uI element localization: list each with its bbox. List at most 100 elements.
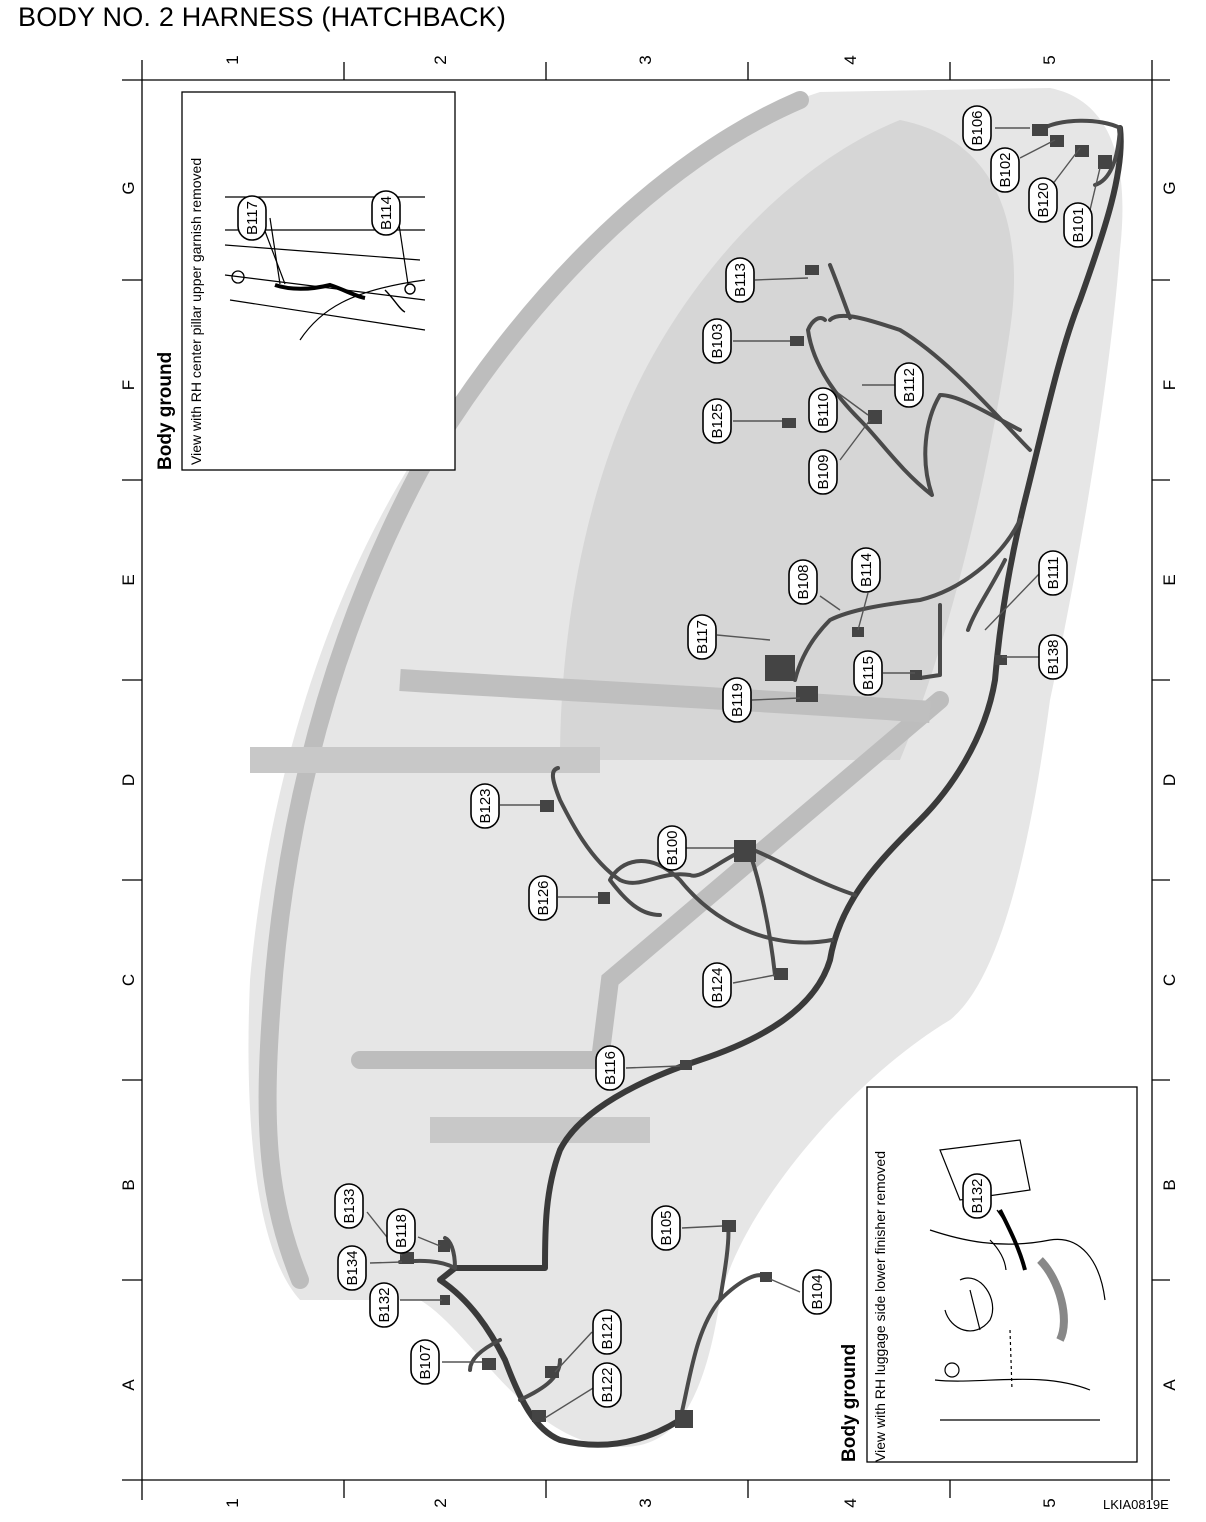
svg-text:B104: B104	[809, 1274, 826, 1309]
svg-text:B124: B124	[709, 967, 726, 1002]
inset-label-B117: B117	[237, 195, 267, 241]
grid-letter-right-B: B	[1160, 1179, 1179, 1190]
inset-luggage-side-drawing	[929, 1139, 1106, 1421]
inset-label-B114: B114	[371, 190, 401, 236]
main-harness-trunk	[398, 118, 1124, 1448]
grid-letter-right-F: F	[1160, 380, 1179, 390]
connector-label-B134: B134	[337, 1245, 367, 1291]
grid-letter-left-B: B	[119, 1179, 138, 1190]
svg-text:B120: B120	[1035, 182, 1052, 217]
grid-letter-left-F: F	[119, 380, 138, 390]
row-ticks	[122, 279, 1170, 1281]
grid-number-bottom-3: 3	[636, 1498, 655, 1507]
inset-luggage-side-title: Body ground	[839, 1344, 860, 1462]
grid-letter-left-E: E	[119, 574, 138, 585]
connector-label-B138: B138	[1038, 634, 1068, 680]
grid-number-top-4: 4	[841, 55, 860, 64]
connector-label-B103: B103	[702, 318, 732, 364]
inset-luggage-side-frame	[866, 1086, 1138, 1463]
inset-center-pillar-title: Body ground	[155, 352, 176, 470]
vehicle-body-outline	[248, 88, 1123, 1447]
svg-text:B126: B126	[535, 880, 552, 915]
leader-lines	[269, 127, 1101, 1419]
connector-label-B123: B123	[470, 783, 500, 829]
grid-letter-left-C: C	[119, 974, 138, 986]
connector-label-B117: B117	[687, 614, 717, 660]
grid-number-bottom-1: 1	[223, 1498, 242, 1507]
connector-label-B118: B118	[386, 1208, 416, 1254]
connector-label-B110: B110	[808, 387, 838, 433]
svg-text:B109: B109	[815, 454, 832, 489]
grid-number-bottom-5: 5	[1040, 1498, 1059, 1507]
connector-label-B126: B126	[528, 875, 558, 921]
connector-label-B116: B116	[595, 1045, 625, 1091]
svg-text:B138: B138	[1045, 639, 1062, 674]
grid-number-top-1: 1	[223, 55, 242, 64]
svg-text:B102: B102	[997, 152, 1014, 187]
grid-letter-right-C: C	[1160, 974, 1179, 986]
svg-text:B117: B117	[244, 201, 261, 235]
connector-label-B100: B100	[657, 825, 687, 871]
connector-label-B104: B104	[802, 1269, 832, 1315]
grid-letter-right-D: D	[1160, 774, 1179, 786]
svg-text:B122: B122	[599, 1367, 616, 1402]
connector-label-B111: B111	[1038, 550, 1068, 596]
grid-number-bottom-4: 4	[841, 1498, 860, 1507]
svg-text:B107: B107	[417, 1344, 434, 1379]
connector-label-B109: B109	[808, 449, 838, 495]
page-title: BODY NO. 2 HARNESS (HATCHBACK)	[18, 2, 507, 32]
grid-number-top-2: 2	[431, 55, 450, 64]
grid-letter-right-G: G	[1160, 181, 1179, 194]
grid-number-bottom-2: 2	[431, 1498, 450, 1507]
grid-letter-left-G: G	[119, 181, 138, 194]
svg-text:B118: B118	[393, 1214, 410, 1248]
inset-center-pillar: Body ground View with RH center pillar u…	[155, 91, 456, 471]
svg-text:B110: B110	[815, 393, 832, 427]
connector-blobs	[400, 124, 1112, 1428]
svg-text:B105: B105	[658, 1210, 675, 1245]
connector-label-B133: B133	[334, 1183, 364, 1229]
connector-label-B120: B120	[1028, 177, 1058, 223]
grid-number-top-5: 5	[1040, 55, 1059, 64]
svg-text:B125: B125	[709, 403, 726, 438]
diagram-code: LKIA0819E	[1103, 1497, 1169, 1512]
svg-text:B112: B112	[901, 368, 918, 402]
svg-text:B106: B106	[969, 110, 986, 145]
connector-label-B107: B107	[410, 1339, 440, 1385]
grid-frame: 1 2 3 4 5 1 2 3 4 5 A B C D E F G A B C …	[119, 55, 1179, 1507]
svg-text:B113: B113	[732, 263, 749, 297]
grid-number-top-3: 3	[636, 55, 655, 64]
svg-text:B123: B123	[477, 788, 494, 823]
inset-luggage-side: Body ground View with RH luggage side lo…	[839, 1086, 1138, 1463]
svg-text:B108: B108	[795, 564, 812, 599]
svg-text:B116: B116	[602, 1051, 619, 1085]
svg-text:B132: B132	[376, 1287, 393, 1322]
inset-center-pillar-subtitle: View with RH center pillar upper garnish…	[188, 158, 204, 465]
svg-text:B101: B101	[1070, 207, 1087, 242]
grid-letter-right-A: A	[1160, 1379, 1179, 1391]
svg-text:B103: B103	[709, 323, 726, 358]
column-ticks	[343, 62, 951, 1498]
svg-text:B115: B115	[860, 656, 877, 690]
connector-label-B115: B115	[853, 650, 883, 696]
grid-letter-left-D: D	[119, 774, 138, 786]
connector-label-B122: B122	[592, 1362, 622, 1408]
svg-text:B117: B117	[694, 620, 711, 654]
connector-label-B132: B132	[369, 1282, 399, 1328]
inset-luggage-side-subtitle: View with RH luggage side lower finisher…	[872, 1151, 888, 1462]
connector-label-B106: B106	[962, 105, 992, 151]
connector-label-B105: B105	[651, 1205, 681, 1251]
grid-letter-right-E: E	[1160, 574, 1179, 585]
connector-label-B121: B121	[592, 1309, 622, 1355]
svg-text:B111: B111	[1045, 557, 1062, 590]
svg-text:B134: B134	[344, 1250, 361, 1285]
inset-label-B132: B132	[962, 1173, 992, 1219]
svg-text:B121: B121	[599, 1314, 616, 1349]
connector-label-B124: B124	[702, 962, 732, 1008]
connector-label-B114: B114	[851, 547, 881, 593]
connector-label-B108: B108	[788, 559, 818, 605]
connector-label-B101: B101	[1063, 202, 1093, 248]
svg-text:B133: B133	[341, 1188, 358, 1223]
svg-text:B132: B132	[969, 1178, 986, 1213]
